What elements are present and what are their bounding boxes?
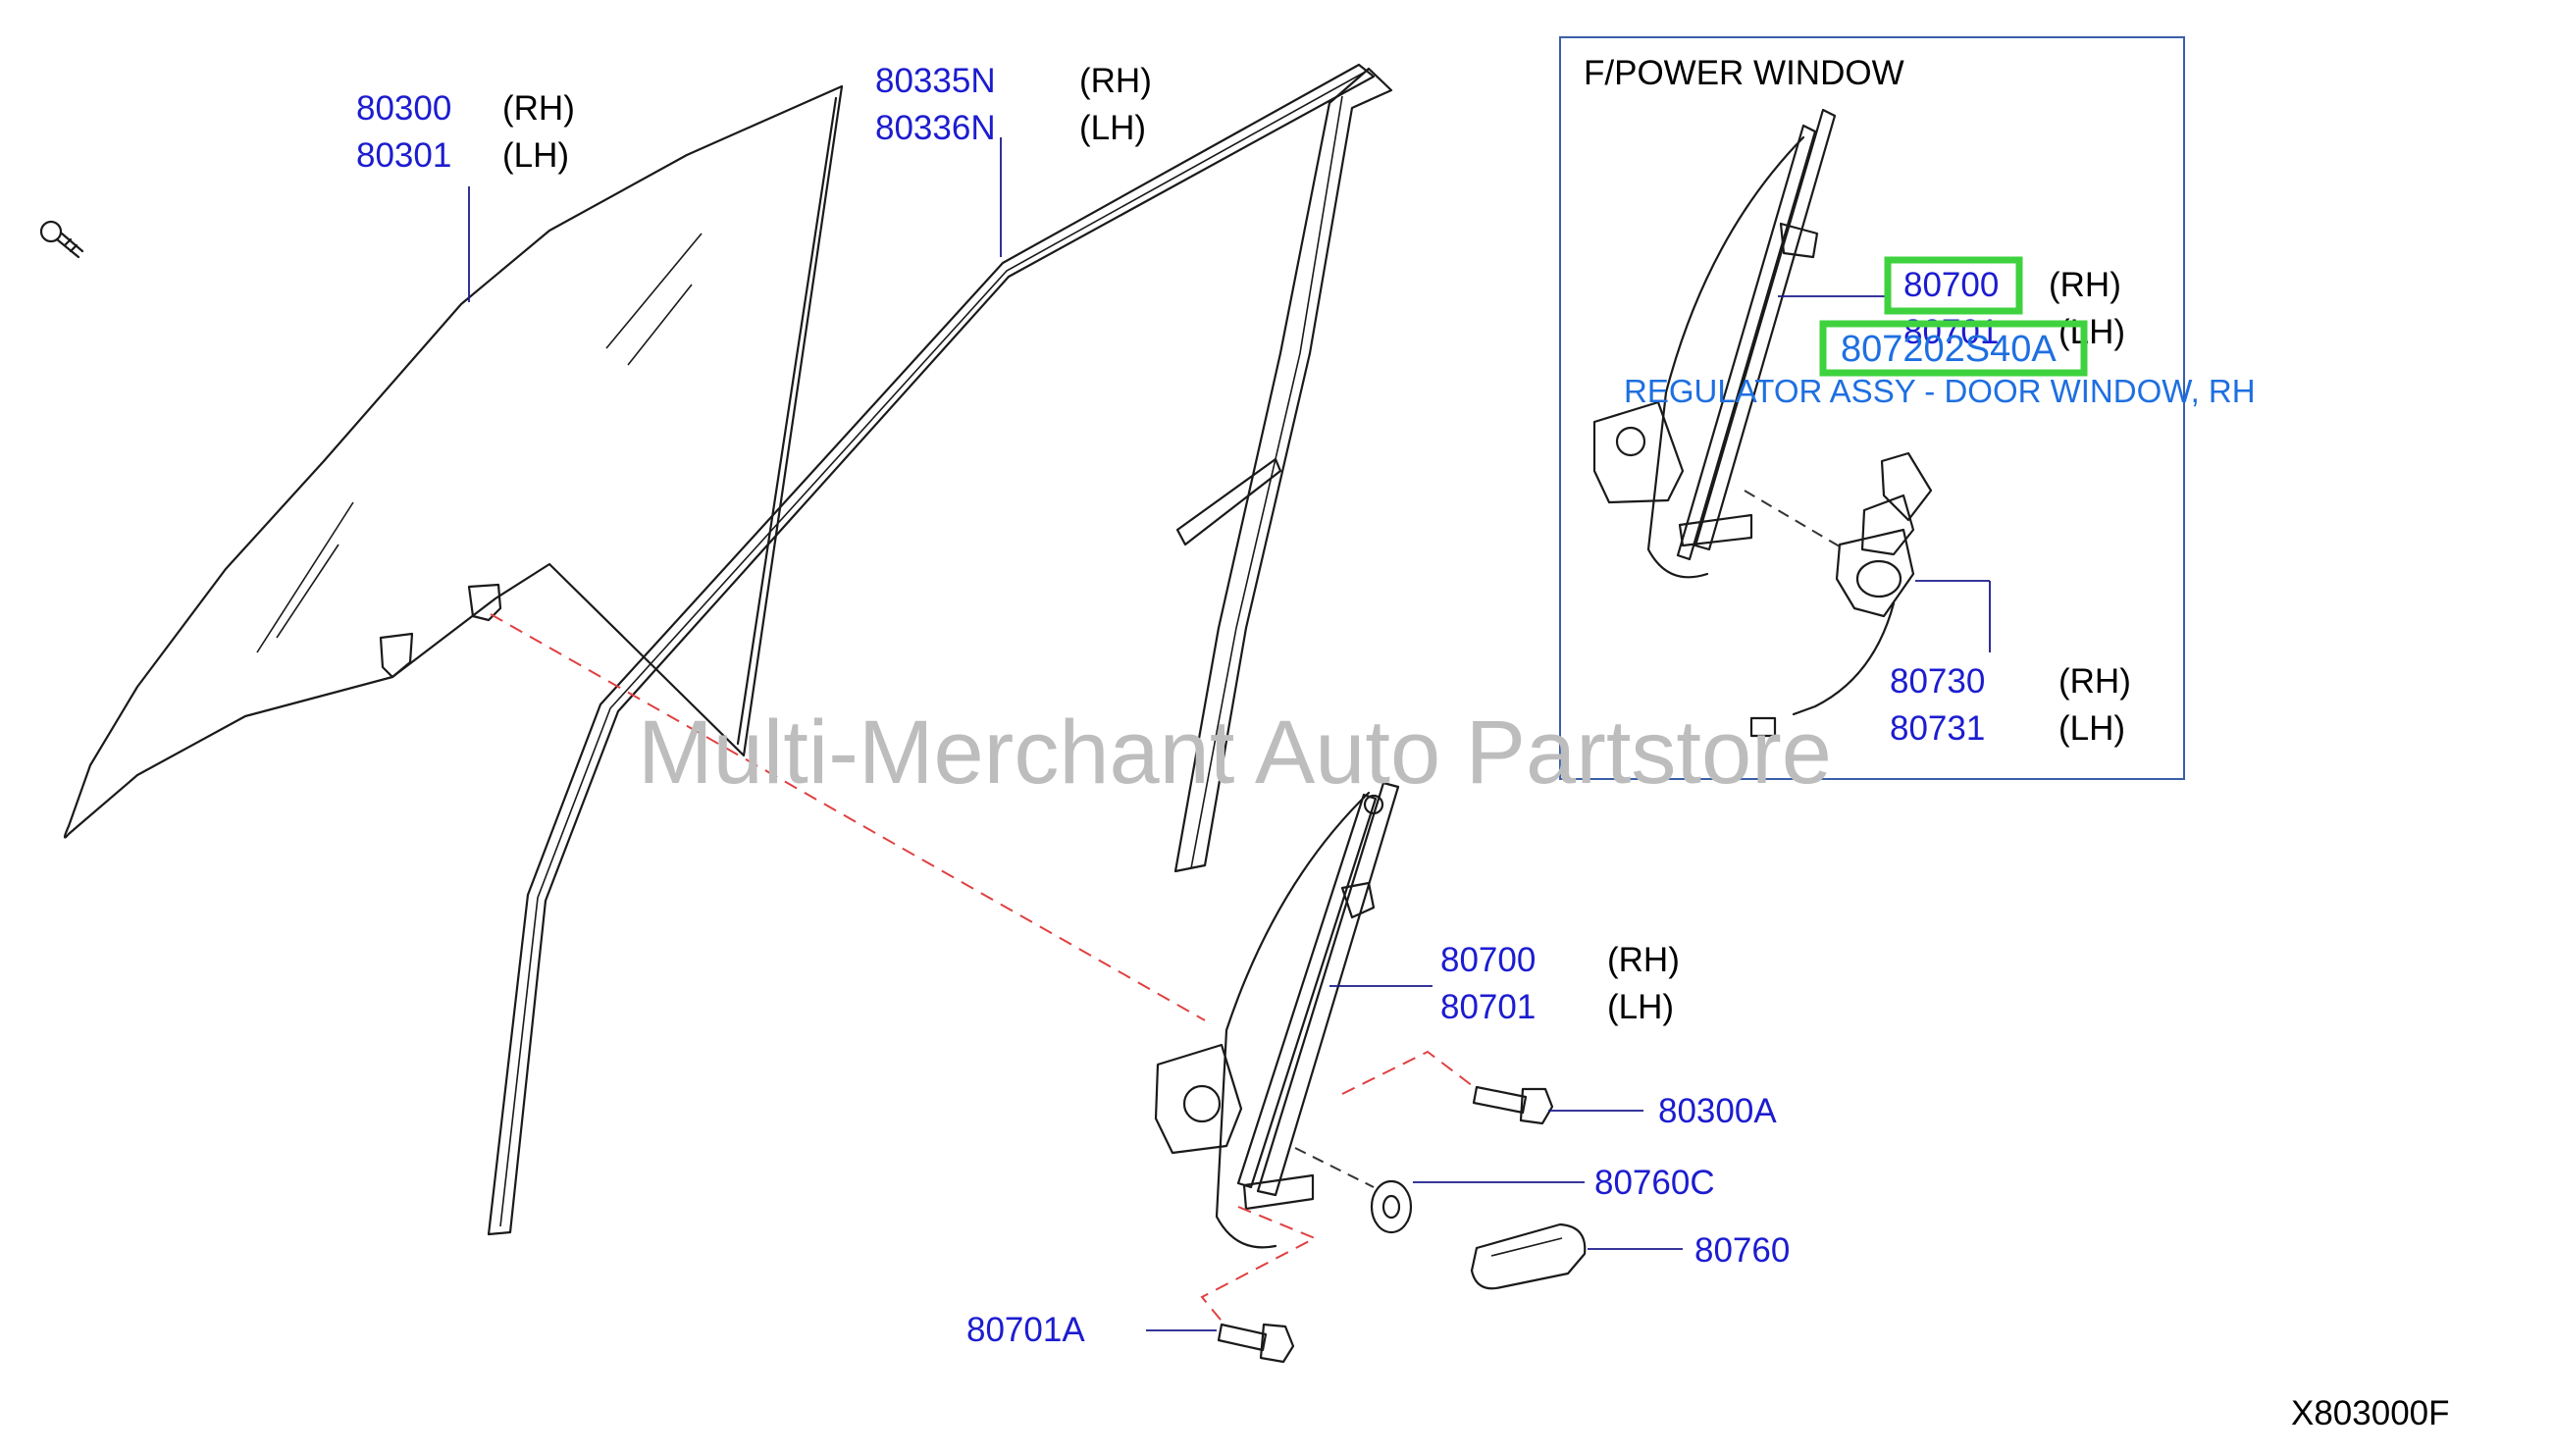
label-washer-80760c[interactable]: 80760C — [1594, 1164, 1715, 1202]
bolt-80300a-icon — [1472, 1085, 1554, 1125]
highlight-box-selected — [1819, 320, 2088, 377]
label-handle-80760[interactable]: 80760 — [1694, 1231, 1790, 1270]
inset-label-regulator-rh-side: (RH) — [2049, 266, 2121, 304]
screw-icon — [39, 220, 84, 259]
label-glass-rh[interactable]: 80300 — [356, 89, 451, 128]
label-run-lh-side: (LH) — [1079, 109, 1146, 147]
label-glass-rh-side: (RH) — [502, 89, 575, 128]
inset-label-regulator-lh-side: (LH) — [2058, 313, 2125, 351]
inset-power-window — [1559, 36, 2185, 780]
window-crank-handle-icon — [1470, 1222, 1587, 1290]
label-run-lh[interactable]: 80336N — [875, 109, 996, 147]
label-regulator-rh[interactable]: 80700 — [1440, 941, 1536, 979]
inset-label-motor-lh-side: (LH) — [2058, 709, 2125, 748]
label-regulator-lh[interactable]: 80701 — [1440, 988, 1536, 1026]
door-glass — [63, 84, 844, 839]
inset-title: F/POWER WINDOW — [1584, 54, 1904, 92]
inset-label-motor-rh-side: (RH) — [2058, 662, 2131, 701]
inset-label-regulator-lh[interactable]: 80701 — [1903, 313, 1999, 351]
label-glass-lh[interactable]: 80301 — [356, 136, 451, 175]
selected-part-description: REGULATOR ASSY - DOOR WINDOW, RH — [1624, 373, 2256, 409]
window-regulator-manual — [1154, 781, 1400, 1249]
washer-80760c-icon — [1370, 1179, 1413, 1234]
inset-label-motor-rh[interactable]: 80730 — [1890, 662, 1985, 701]
glass-run-channel — [487, 63, 1393, 1236]
diagram-code: X803000F — [2291, 1394, 2450, 1432]
label-run-rh[interactable]: 80335N — [875, 62, 996, 100]
label-glass-lh-side: (LH) — [502, 136, 569, 175]
bolt-80701a-icon — [1217, 1323, 1295, 1364]
selected-part-number[interactable]: 807202S40A — [1841, 329, 2057, 370]
label-bolt-80300a[interactable]: 80300A — [1658, 1092, 1777, 1130]
watermark-text: Multi-Merchant Auto Partstore — [638, 702, 1832, 803]
label-run-rh-side: (RH) — [1079, 62, 1152, 100]
label-bolt-80701a[interactable]: 80701A — [966, 1311, 1085, 1349]
label-regulator-lh-side: (LH) — [1607, 988, 1674, 1026]
highlight-box-80700 — [1884, 256, 2023, 315]
inset-label-motor-lh[interactable]: 80731 — [1890, 709, 1985, 748]
label-regulator-rh-side: (RH) — [1607, 941, 1680, 979]
inset-label-regulator-rh[interactable]: 80700 — [1903, 266, 1999, 304]
